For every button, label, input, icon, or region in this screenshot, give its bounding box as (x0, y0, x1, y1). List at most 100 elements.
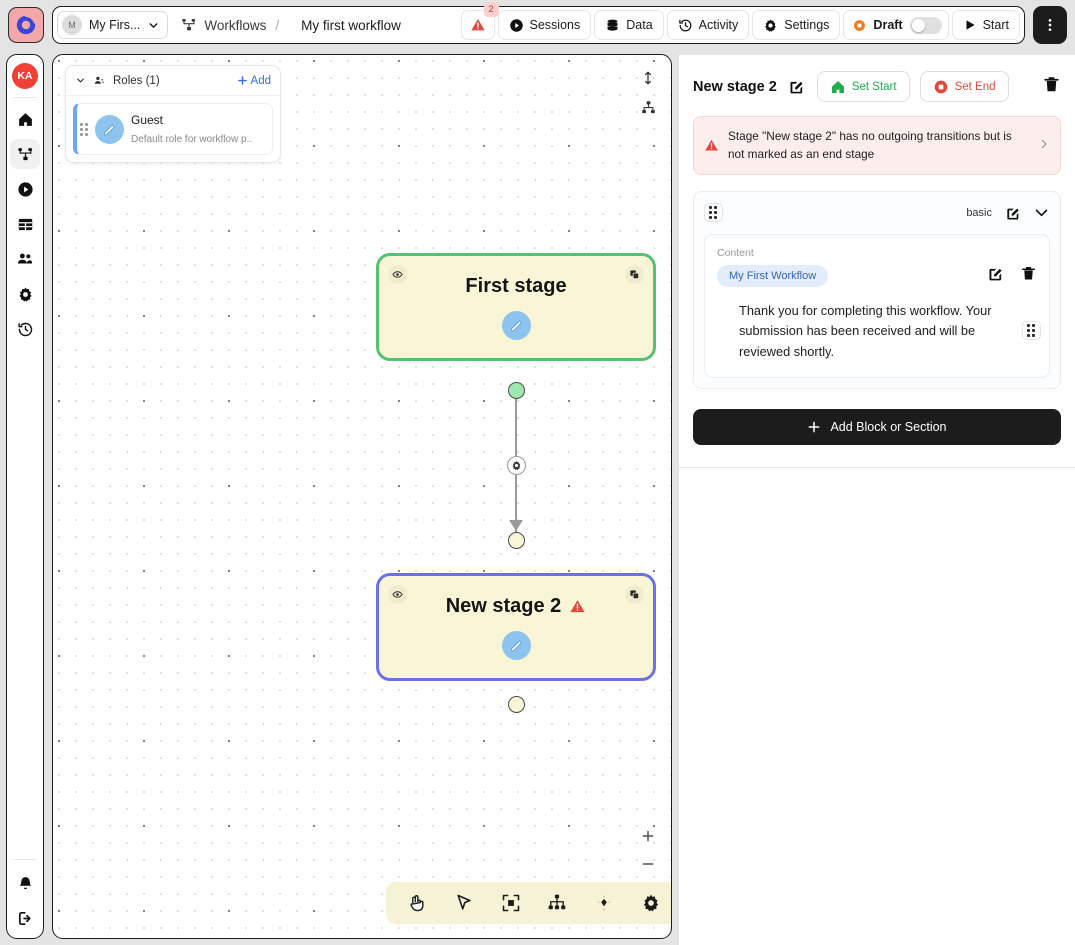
role-text: Guest Default role for workflow p.. (131, 111, 252, 147)
stage-title: New stage 2 (446, 595, 587, 618)
stage-output-handle[interactable] (508, 382, 525, 399)
add-role-button[interactable]: Add (237, 75, 271, 87)
delete-stage-button[interactable] (1042, 75, 1061, 99)
duplicate-icon (630, 590, 639, 599)
magic-tool-button[interactable] (589, 888, 619, 918)
plus-icon (237, 76, 247, 85)
eye-icon (392, 591, 403, 598)
workflow-canvas[interactable]: Roles (1) Add Guest Default role for wor… (52, 54, 672, 939)
chevron-down-icon[interactable] (75, 75, 86, 86)
data-label: Data (626, 18, 653, 32)
stage-output-handle[interactable] (508, 696, 525, 713)
fit-frame-icon (502, 894, 519, 912)
pan-tool-button[interactable] (402, 888, 432, 918)
warning-triangle-icon (705, 139, 718, 151)
stage-edit-button[interactable] (501, 310, 531, 340)
history-icon (678, 19, 692, 31)
stage-validation-alert[interactable]: Stage "New stage 2" has no outgoing tran… (693, 116, 1061, 175)
edit-square-icon (989, 268, 1002, 280)
user-avatar[interactable]: KA (12, 63, 38, 89)
stage-duplicate-button[interactable] (625, 585, 644, 604)
data-button[interactable]: Data (594, 10, 664, 40)
roles-panel-header: Roles (1) Add (66, 66, 280, 96)
stage-preview-button[interactable] (388, 585, 407, 604)
sessions-button[interactable]: Sessions (497, 10, 592, 40)
rename-stage-button[interactable] (787, 77, 807, 97)
set-start-button[interactable]: Set Start (816, 71, 910, 102)
notifications-button[interactable] (10, 868, 40, 898)
breadcrumb-separator: / (275, 17, 280, 33)
stage-details-panel: New stage 2 Set Start Set End (678, 54, 1075, 945)
sidebar-item-workflows[interactable] (10, 139, 40, 169)
paragraph-drag-handle[interactable] (1022, 320, 1041, 340)
stage-preview-button[interactable] (388, 265, 407, 284)
stop-circle-icon (934, 80, 947, 93)
block-kind-label: basic (966, 206, 992, 219)
plus-icon (809, 421, 820, 433)
more-vertical-icon (1048, 19, 1052, 31)
app-logo[interactable] (8, 7, 44, 43)
stage-node-first-stage[interactable]: First stage (376, 253, 656, 361)
drag-grip-icon (709, 206, 718, 220)
sidebar-item-settings[interactable] (10, 279, 40, 309)
collapse-block-button[interactable] (1032, 204, 1050, 222)
org-switcher[interactable]: M My Firs... (57, 11, 169, 39)
chevron-right-icon[interactable] (1038, 138, 1050, 153)
delete-content-button[interactable] (1020, 265, 1037, 287)
sparkle-diamond-icon (597, 895, 611, 911)
block-drag-handle[interactable] (704, 203, 723, 223)
auto-layout-button[interactable] (542, 888, 572, 918)
publish-toggle[interactable] (909, 16, 942, 34)
warning-triangle-icon (570, 599, 585, 612)
sidebar-item-users[interactable] (10, 244, 40, 274)
sidebar-item-data[interactable] (10, 209, 40, 239)
stage-duplicate-button[interactable] (625, 265, 644, 284)
add-block-button[interactable]: Add Block or Section (693, 408, 1061, 445)
top-bar: M My Firs... Workflows / My first workfl… (0, 0, 1075, 50)
stage-details-header: New stage 2 Set Start Set End (679, 55, 1075, 102)
start-label: Start (982, 18, 1009, 32)
bell-icon (19, 876, 31, 889)
stage-node-new-stage-2[interactable]: New stage 2 (376, 573, 656, 681)
gear-icon (765, 18, 777, 32)
warning-triangle-icon (470, 19, 485, 31)
stage-input-handle[interactable] (508, 532, 525, 549)
fit-vertical-button[interactable] (639, 69, 657, 87)
logout-button[interactable] (10, 903, 40, 933)
content-tag-row: My First Workflow (717, 264, 1037, 287)
drag-grip-icon[interactable] (80, 122, 88, 136)
overflow-menu-button[interactable] (1033, 6, 1067, 44)
edit-square-icon (1007, 208, 1019, 220)
settings-button[interactable]: Settings (752, 10, 841, 40)
stage-edit-button[interactable] (501, 630, 531, 660)
canvas-settings-button[interactable] (636, 888, 666, 918)
zoom-in-button[interactable] (639, 827, 657, 845)
sidebar-item-sessions[interactable] (10, 174, 40, 204)
play-circle-icon (509, 18, 523, 32)
role-list-item[interactable]: Guest Default role for workflow p.. (73, 103, 273, 155)
zoom-out-button[interactable] (639, 855, 657, 873)
set-end-button[interactable]: Set End (919, 71, 1009, 102)
sidebar-item-activity[interactable] (10, 314, 40, 344)
select-tool-button[interactable] (449, 888, 479, 918)
workflow-tag[interactable]: My First Workflow (717, 264, 829, 287)
canvas-dot-grid (53, 55, 671, 938)
add-block-label: Add Block or Section (830, 419, 947, 434)
sidebar-item-home[interactable] (10, 104, 40, 134)
edit-content-button[interactable] (987, 265, 1004, 287)
start-button[interactable]: Start (951, 10, 1020, 40)
org-name: My Firs... (89, 18, 141, 32)
resize-vertical-icon (645, 71, 651, 85)
auto-layout-button[interactable] (639, 98, 657, 116)
breadcrumb-workflows[interactable]: Workflows / (171, 17, 284, 33)
content-paragraph: Thank you for completing this workflow. … (739, 302, 992, 359)
minus-icon (642, 863, 654, 865)
play-circle-icon (17, 181, 33, 197)
rail-bottom-group (10, 859, 40, 938)
activity-button[interactable]: Activity (666, 10, 750, 40)
edit-block-button[interactable] (1004, 204, 1022, 222)
transition-settings-button[interactable] (507, 456, 526, 475)
fit-view-button[interactable] (496, 888, 526, 918)
transition-arrow (509, 520, 523, 531)
workflow-warnings-button[interactable]: 2 (460, 2, 499, 40)
